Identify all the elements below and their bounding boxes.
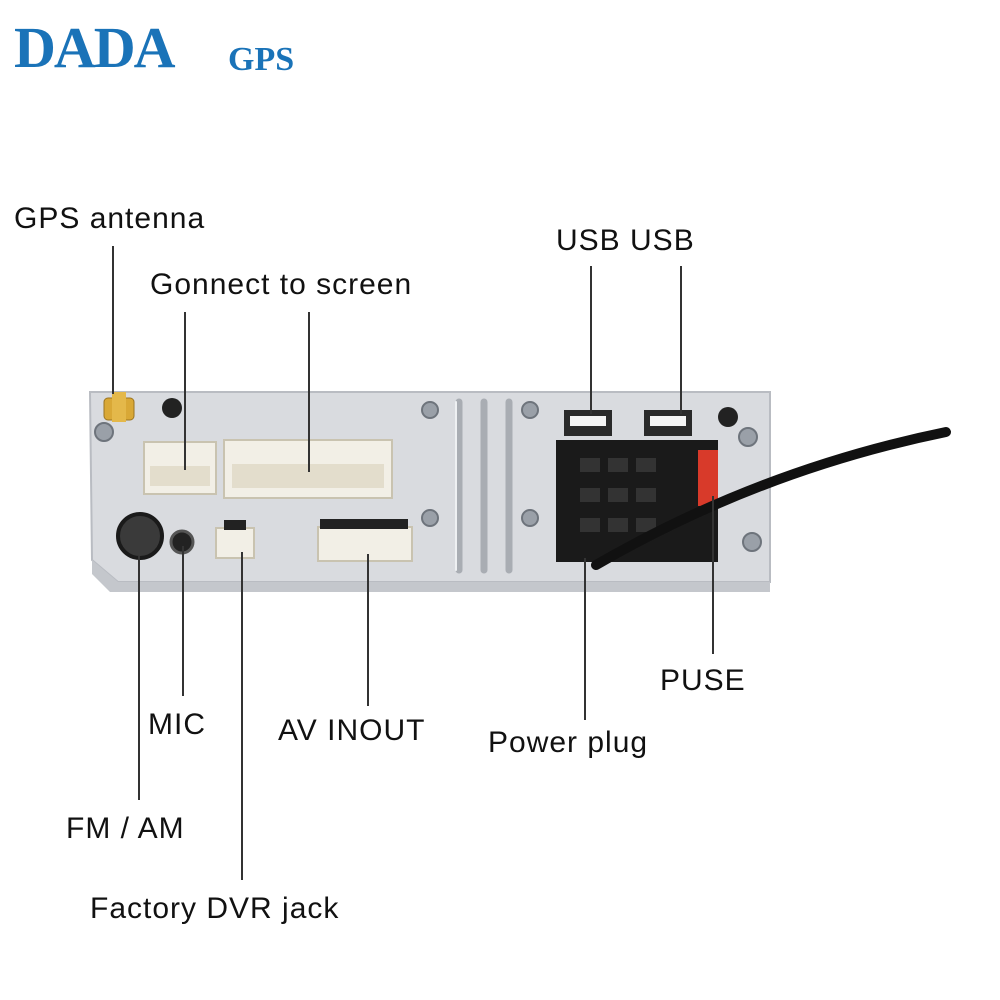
label-usb: USB USB [556,224,695,257]
callout-line-puse [712,496,714,654]
callout-line-gps [112,246,114,394]
label-gps-antenna: GPS antenna [14,202,206,235]
label-connect-screen: Gonnect to screen [150,268,413,301]
callout-line-power [584,558,586,720]
fm-am-jack [116,512,164,560]
callout-line-av [367,554,369,706]
label-fm-am: FM / AM [66,812,185,845]
vent-slots [455,398,513,574]
av-connector [317,526,413,562]
label-av-inout: AV INOUT [278,714,426,747]
callout-line-fm-am [138,556,140,800]
screen-connectors [143,439,393,499]
callout-line-usb-1 [590,266,592,414]
dvr-jack-connector [215,527,255,559]
power-plug-pins [580,458,656,532]
label-mic: MIC [148,708,206,741]
callout-line-dvr [241,552,243,880]
callout-line-screen-1 [184,312,186,470]
label-power-plug: Power plug [488,726,649,759]
hole [162,398,182,418]
logo-main-text: DADA [14,15,176,80]
usb-ports [564,410,692,436]
hole [718,407,738,427]
label-puse: PUSE [660,664,746,697]
logo-suffix-text: GPS [228,41,295,78]
label-factory-dvr: Factory DVR jack [90,892,340,925]
power-cable [591,427,951,570]
gps-antenna-connector [103,392,135,422]
callout-line-screen-2 [308,312,310,472]
dada-gps-logo: DADA GPS [14,18,314,78]
callout-line-usb-2 [680,266,682,414]
screws [94,401,762,552]
callout-line-mic [182,546,184,696]
fuse [698,450,718,506]
